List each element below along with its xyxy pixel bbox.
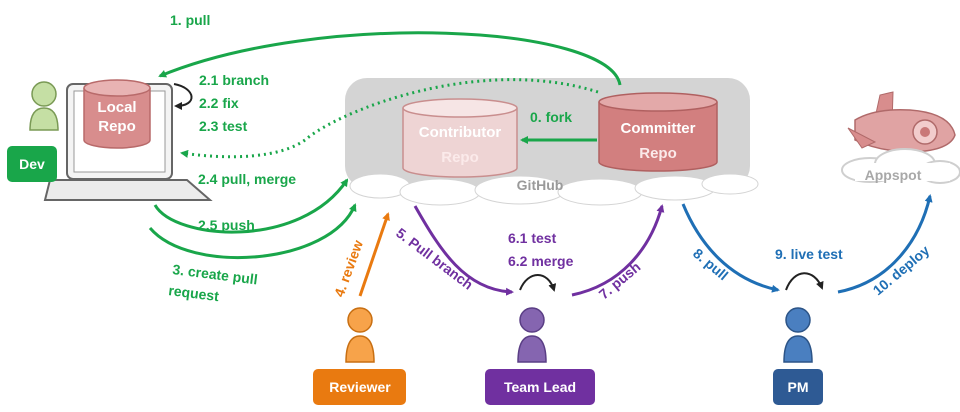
local-repo-label-1: Local xyxy=(97,99,136,116)
reviewer-person-icon xyxy=(345,307,375,363)
reviewer-label: Reviewer xyxy=(329,379,391,395)
step-lead-test: 6.1 test xyxy=(508,230,557,246)
dev-badge: Dev xyxy=(7,146,57,182)
dev-label: Dev xyxy=(19,156,45,172)
arrow-create-pull-request xyxy=(148,203,357,260)
step-pull-branch: 5. Pull branch xyxy=(393,225,476,293)
arrow-pm-pull xyxy=(681,203,780,293)
pm-badge: PM xyxy=(773,369,823,405)
arrow-pull-branch xyxy=(413,205,514,296)
step-create-pull-request-2: request xyxy=(168,282,220,304)
contributor-repo: Contributor Repo xyxy=(402,98,518,178)
arrow-lead-loop xyxy=(519,274,557,292)
arrow-lead-push xyxy=(571,204,665,297)
step-lead-push: 7. push xyxy=(596,259,644,303)
arrow-review xyxy=(358,212,390,297)
contributor-repo-label-1: Contributor xyxy=(419,124,502,141)
arrow-branch-loop xyxy=(173,83,193,110)
step-live-test: 9. live test xyxy=(775,246,843,262)
arrow-live-test-loop xyxy=(785,272,824,291)
pm-label: PM xyxy=(788,379,809,395)
reviewer-badge: Reviewer xyxy=(313,369,406,405)
step-pull-merge: 2.4 pull, merge xyxy=(198,171,296,187)
step-deploy: 10. deploy xyxy=(870,242,933,298)
appspot-label: Appspot xyxy=(865,167,922,183)
arrow-deploy xyxy=(837,194,933,294)
contributor-repo-label-2: Repo xyxy=(441,149,479,166)
team-lead-badge: Team Lead xyxy=(485,369,595,405)
step-test: 2.3 test xyxy=(199,118,248,134)
step-fork: 0. fork xyxy=(530,109,572,125)
step-pull: 1. pull xyxy=(170,12,210,28)
committer-repo: Committer Repo xyxy=(598,92,718,172)
arrow-push xyxy=(153,178,349,234)
step-lead-merge: 6.2 merge xyxy=(508,253,574,269)
committer-repo-label-2: Repo xyxy=(639,145,677,162)
appspot-cloud: Appspot xyxy=(841,148,960,184)
pm-person-icon xyxy=(783,307,813,363)
local-repo: Local Repo xyxy=(83,79,151,149)
team-lead-person-icon xyxy=(517,307,547,363)
step-branch: 2.1 branch xyxy=(199,72,269,88)
committer-repo-label-1: Committer xyxy=(620,120,695,137)
team-lead-label: Team Lead xyxy=(504,379,576,395)
dev-person-icon xyxy=(29,81,59,131)
appspot-plane-icon xyxy=(847,91,956,153)
step-fix: 2.2 fix xyxy=(199,95,239,111)
local-repo-label-2: Repo xyxy=(98,118,136,135)
step-push: 2.5 push xyxy=(198,217,255,233)
github-label: GitHub xyxy=(517,177,564,193)
arrow-pull xyxy=(158,31,622,86)
